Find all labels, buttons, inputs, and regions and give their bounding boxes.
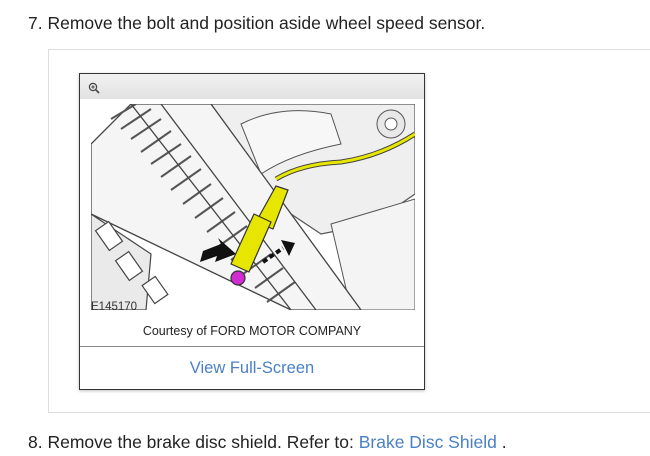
- figure-credit: Courtesy of FORD MOTOR COMPANY: [142, 324, 362, 338]
- step-8-text: 8. Remove the brake disc shield. Refer t…: [28, 432, 359, 452]
- step-7-instruction: 7. Remove the bolt and position aside wh…: [28, 13, 486, 33]
- divider: [80, 346, 424, 347]
- figure-toolbar: [80, 74, 424, 99]
- zoom-in-icon[interactable]: [88, 82, 100, 94]
- step-8-suffix: .: [496, 432, 507, 452]
- figure-card: E145170 Courtesy of FORD MOTOR COMPANY V…: [79, 73, 425, 390]
- wheel-speed-sensor-illustration[interactable]: [91, 104, 415, 310]
- view-full-screen-button[interactable]: View Full-Screen: [189, 359, 315, 377]
- step-8-instruction: 8. Remove the brake disc shield. Refer t…: [28, 432, 507, 453]
- figure-id: E145170: [91, 301, 138, 313]
- brake-disc-shield-link[interactable]: Brake Disc Shield: [358, 432, 497, 452]
